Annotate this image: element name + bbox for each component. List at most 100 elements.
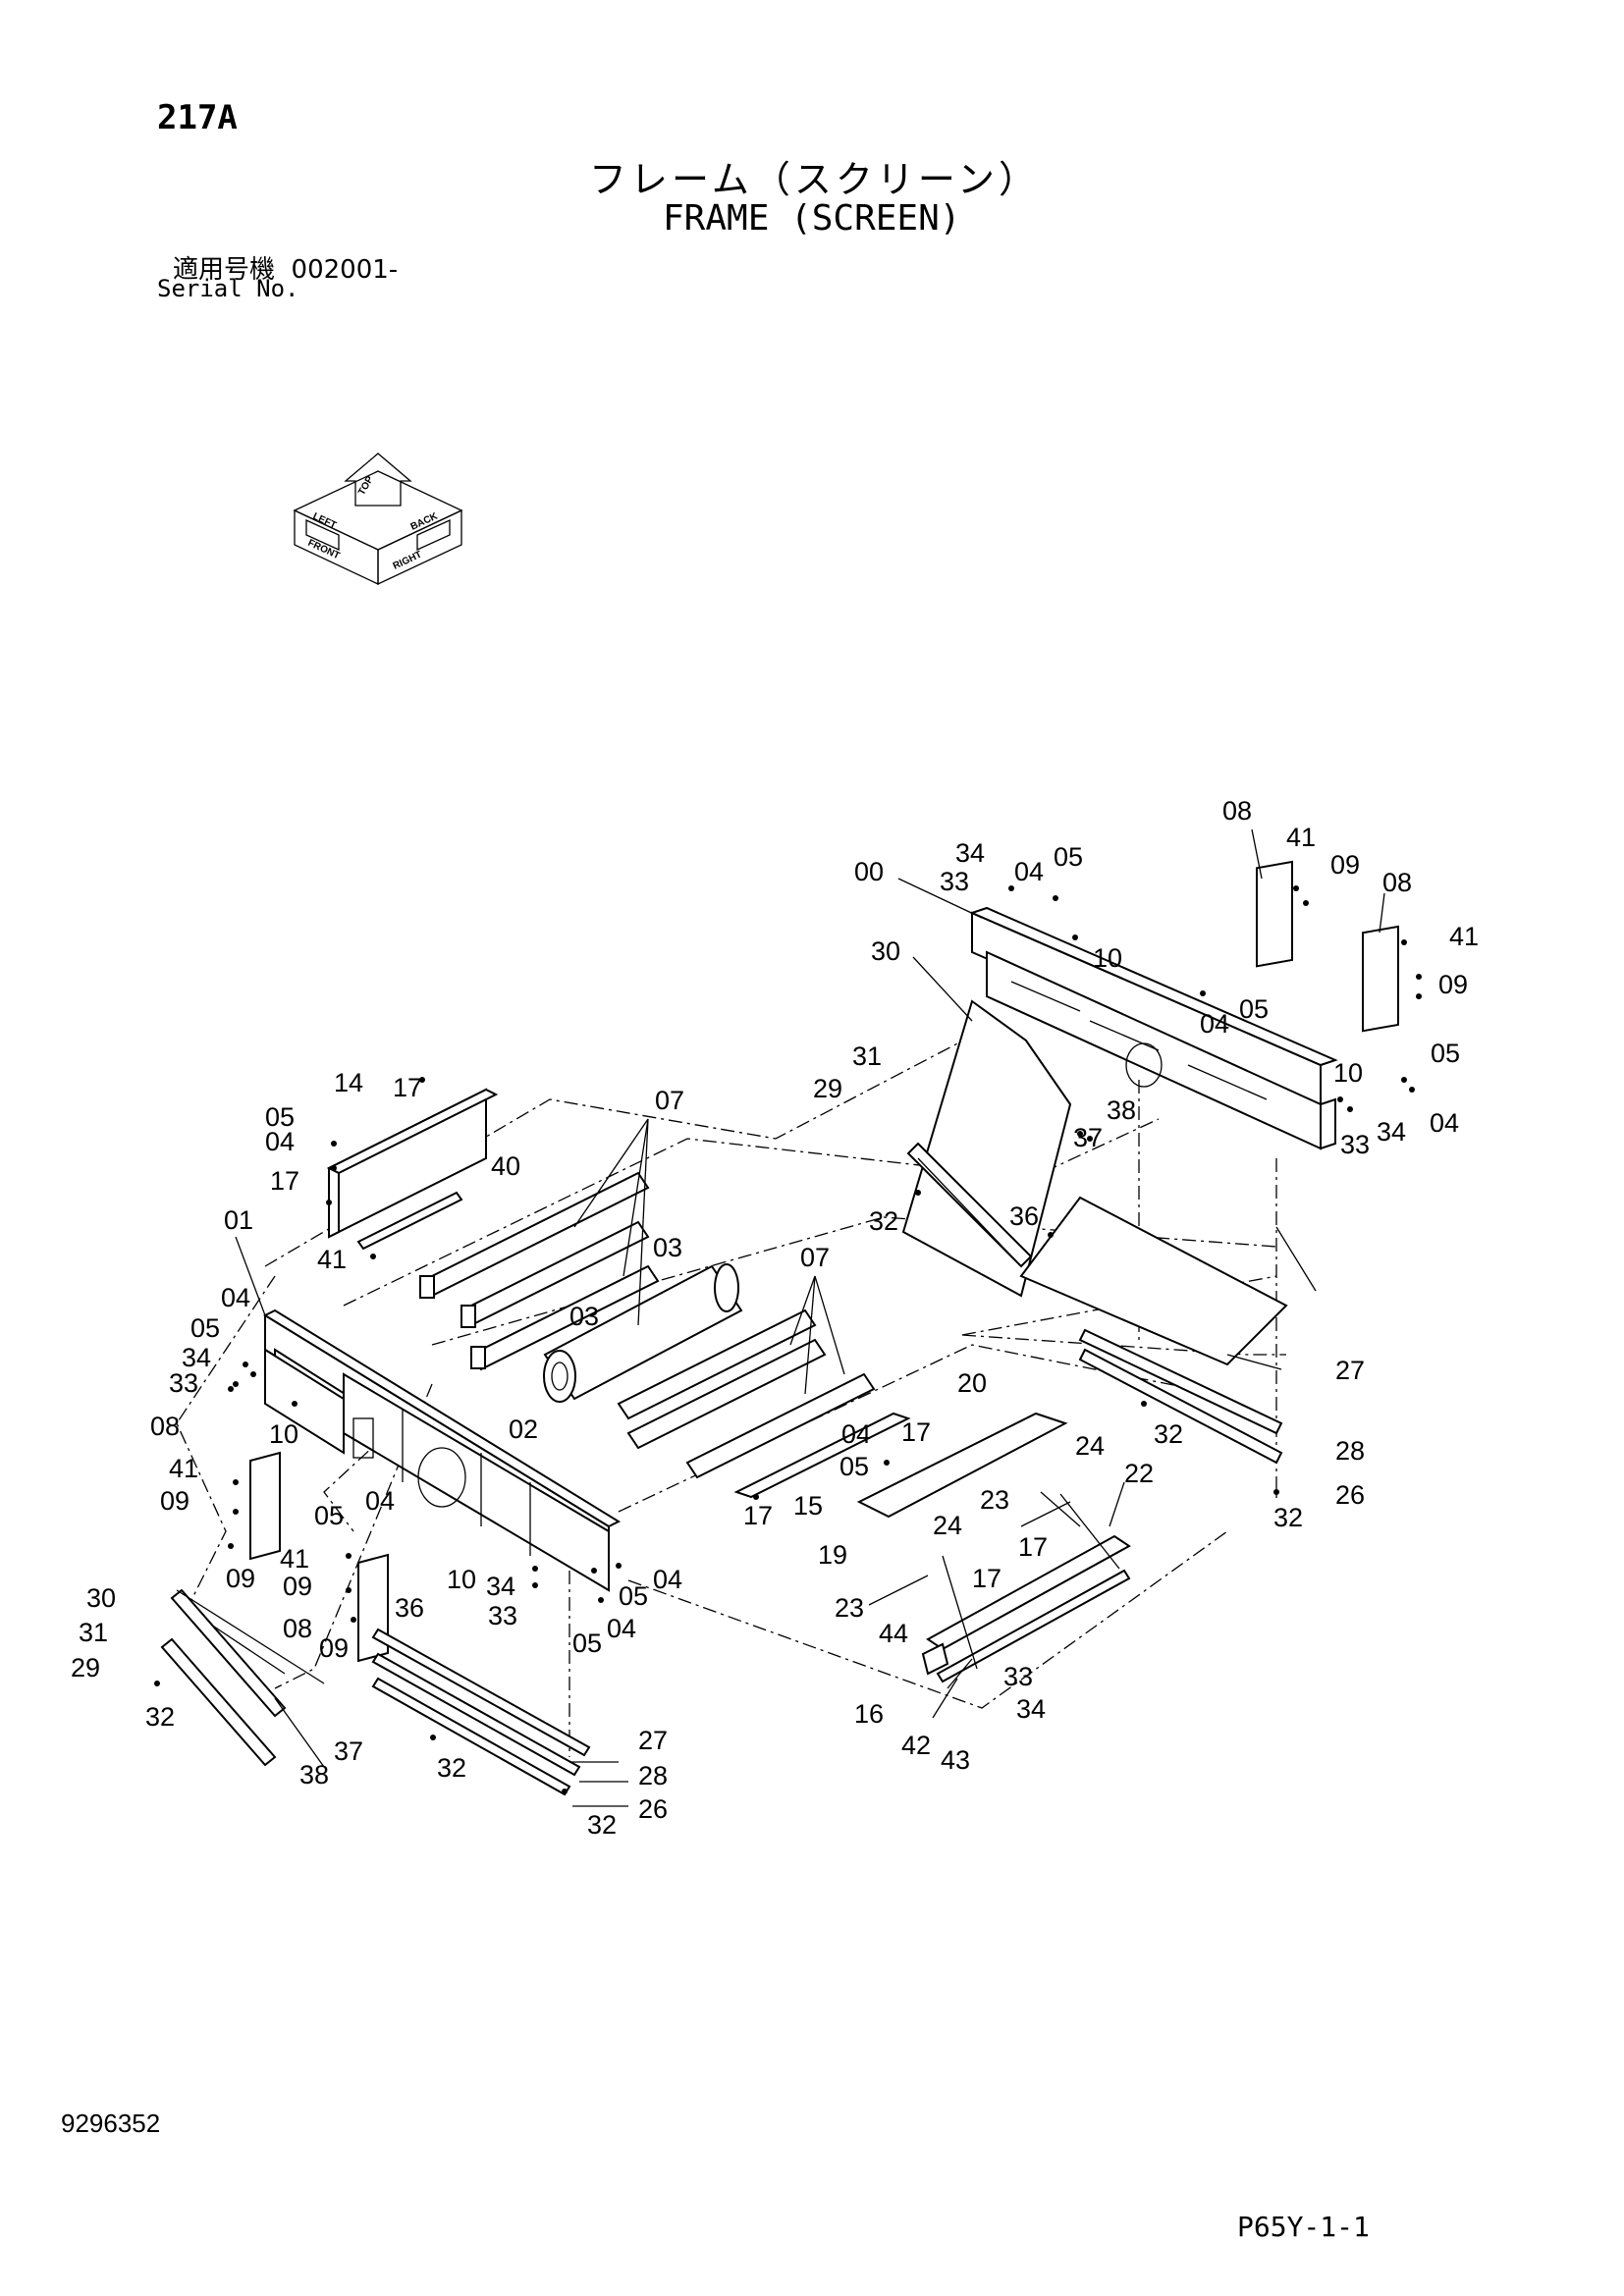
label-part-10-c: 10 (269, 1419, 298, 1449)
part-23-rod-b (1020, 1501, 1071, 1527)
part-27-upper-panel (1019, 1196, 1288, 1366)
label-part-28-a: 28 (1335, 1436, 1365, 1466)
label-part-23-b: 23 (835, 1593, 864, 1623)
label-part-04-a: 04 (1014, 857, 1044, 886)
label-part-05-d: 05 (265, 1102, 295, 1132)
label-part-37-b: 37 (334, 1736, 363, 1766)
label-part-17-b: 17 (270, 1166, 299, 1196)
part-28-upper-angle (1078, 1328, 1283, 1435)
label-part-05-i: 05 (839, 1452, 869, 1481)
label-part-27-b: 27 (638, 1726, 668, 1755)
label-part-17-f: 17 (972, 1564, 1001, 1593)
label-part-29-b: 29 (71, 1653, 100, 1682)
label-part-41-e: 41 (280, 1544, 309, 1574)
orientation-indicator-icon: FRONT TOP RIGHT BACK LEFT (293, 453, 463, 586)
label-part-33-e: 33 (1003, 1662, 1033, 1691)
part-28-front-angle (371, 1652, 581, 1777)
label-part-17-c: 17 (901, 1417, 931, 1447)
label-part-05-f: 05 (314, 1501, 344, 1530)
part-40-plate (356, 1191, 463, 1251)
label-part-10-d: 10 (447, 1565, 476, 1594)
serial-label-jp-text: 適用号機 (173, 255, 276, 285)
label-part-09-e: 09 (283, 1572, 312, 1601)
label-part-07-b: 07 (800, 1243, 830, 1272)
label-part-04-f: 04 (365, 1486, 395, 1516)
page-title-english: FRAME (SCREEN) (663, 198, 961, 239)
label-part-31-b: 31 (79, 1618, 108, 1647)
part-08-plate-rear-b (1362, 925, 1399, 1033)
part-16-assembly (921, 1534, 1131, 1683)
label-part-24-a: 24 (1075, 1431, 1105, 1461)
part-26-front-angle (371, 1677, 571, 1796)
label-part-17-d: 17 (743, 1501, 773, 1530)
label-part-36-b: 36 (395, 1593, 424, 1623)
label-part-04-g: 04 (653, 1565, 682, 1594)
label-part-09-a: 09 (1330, 850, 1360, 880)
label-part-33-d: 33 (488, 1601, 517, 1630)
label-part-20: 20 (957, 1368, 987, 1398)
label-part-44: 44 (879, 1619, 908, 1648)
label-part-30-a: 30 (871, 936, 900, 966)
part-02-pipe (543, 1263, 743, 1403)
label-part-10-a: 10 (1093, 943, 1122, 973)
label-part-32-b: 32 (1154, 1419, 1183, 1449)
label-part-41-a: 41 (1286, 823, 1316, 852)
label-part-26-b: 26 (638, 1794, 668, 1824)
label-part-26-a: 26 (1335, 1480, 1365, 1510)
label-part-05-b: 05 (1239, 994, 1269, 1024)
label-part-02: 02 (509, 1415, 538, 1444)
label-part-38-b: 38 (299, 1760, 329, 1789)
label-part-09-b: 09 (1438, 970, 1468, 999)
label-part-41-d: 41 (169, 1454, 198, 1483)
label-part-33-c: 33 (169, 1368, 198, 1398)
label-part-07-a: 07 (655, 1086, 684, 1115)
label-part-10-b: 10 (1333, 1058, 1363, 1088)
label-part-05-a: 05 (1054, 842, 1083, 872)
label-part-28-b: 28 (638, 1761, 668, 1790)
label-part-41-b: 41 (1449, 922, 1479, 951)
part-labels: 00 01 02 03 03 04 04 04 04 04 04 04 04 0… (71, 796, 1479, 1840)
label-part-05-c: 05 (1431, 1039, 1460, 1068)
indicator-right-label: RIGHT (392, 550, 424, 572)
label-part-16: 16 (854, 1699, 884, 1729)
label-part-03-b: 03 (569, 1302, 599, 1331)
label-part-05-e: 05 (190, 1313, 220, 1343)
page-code: 217A (157, 98, 238, 137)
label-part-04-d: 04 (265, 1127, 295, 1156)
label-part-27-a: 27 (1335, 1356, 1365, 1385)
label-part-08-c: 08 (150, 1412, 180, 1441)
part-08-plate-front-b (357, 1553, 389, 1663)
part-27-front-angle (371, 1628, 591, 1757)
part-07-tube-group-lower (617, 1308, 876, 1479)
serial-label-japanese: 適用号機 002001- (173, 249, 398, 286)
label-part-30-b: 30 (86, 1583, 116, 1613)
label-part-04-b: 04 (1200, 1009, 1229, 1039)
label-part-09-d: 09 (226, 1564, 255, 1593)
part-14-channel (326, 1088, 499, 1239)
label-part-34-e: 34 (1016, 1694, 1046, 1724)
part-08-plate-rear-a (1256, 860, 1293, 968)
part-08-plate-front-a (249, 1451, 281, 1561)
label-part-24-b: 24 (933, 1511, 962, 1540)
leader-lines (176, 828, 1385, 1807)
part-30-upper-panel (901, 999, 1072, 1298)
label-part-14: 14 (334, 1068, 363, 1097)
label-part-01: 01 (224, 1205, 253, 1235)
document-number: 9296352 (61, 2109, 161, 2138)
label-part-17-e: 17 (1018, 1532, 1048, 1562)
label-part-33-a: 33 (940, 867, 969, 896)
label-part-04-c: 04 (1430, 1108, 1459, 1138)
label-part-33-b: 33 (1340, 1130, 1370, 1159)
page-title-japanese: フレーム（スクリーン） (589, 158, 1040, 201)
label-part-19: 19 (818, 1540, 847, 1570)
label-part-08-b: 08 (1382, 868, 1412, 897)
part-00-upper-frame-beam (969, 906, 1338, 1150)
label-part-41-c: 41 (317, 1245, 347, 1274)
label-part-43: 43 (941, 1745, 970, 1775)
label-part-32-c: 32 (1273, 1503, 1303, 1532)
part-26-upper-angle (1078, 1348, 1283, 1465)
part-19-plate (856, 1412, 1068, 1519)
label-part-29-a: 29 (813, 1074, 842, 1103)
label-part-32-d: 32 (145, 1702, 175, 1732)
fastener-dots (154, 885, 1422, 1794)
